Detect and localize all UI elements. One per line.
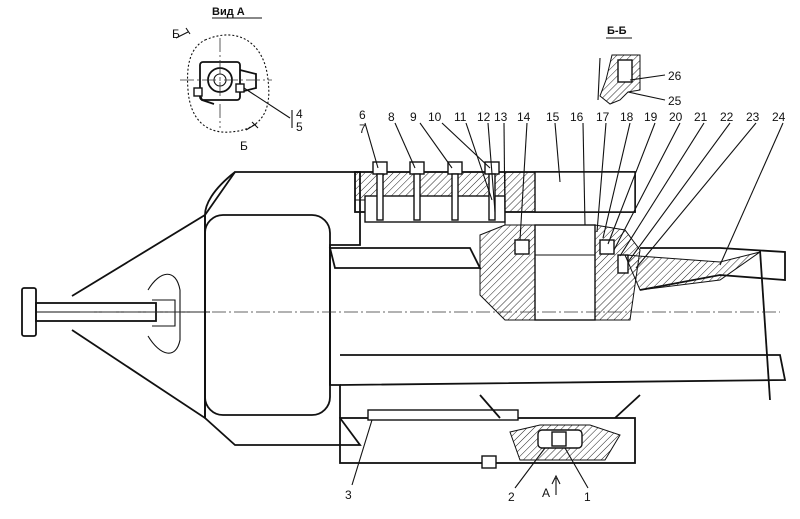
callout-21: 21 (694, 110, 708, 124)
callout-2: 2 (508, 490, 515, 504)
view-a-title: Вид А (212, 6, 245, 18)
callout-22: 22 (720, 110, 734, 124)
callout-26: 26 (668, 69, 682, 83)
callout-20: 20 (669, 110, 683, 124)
callout-10: 10 (428, 110, 442, 124)
view-arrow-label: А (542, 486, 550, 500)
main-assembly (21, 161, 787, 469)
section-mark-b-bottom: Б (240, 139, 248, 153)
section-mark-b-left: Б (172, 27, 180, 41)
callout-9: 9 (410, 110, 417, 124)
callout-14: 14 (517, 110, 531, 124)
callout-16: 16 (570, 110, 584, 124)
callout-23: 23 (746, 110, 760, 124)
callout-3: 3 (345, 488, 352, 502)
callout-12: 12 (477, 110, 491, 124)
section-bb-title: Б-Б (607, 25, 627, 37)
callout-1: 1 (584, 490, 591, 504)
callout-11: 11 (454, 110, 467, 124)
callout-5: 5 (296, 120, 303, 134)
callout-24: 24 (772, 110, 786, 124)
leader-lines (351, 122, 784, 489)
callout-4: 4 (296, 107, 303, 121)
callout-7: 7 (359, 122, 366, 136)
section-bb-detail (597, 54, 666, 105)
bolt-group (372, 161, 500, 221)
view-a-detail (175, 27, 293, 133)
callout-8: 8 (388, 110, 395, 124)
callout-17: 17 (596, 110, 610, 124)
callout-18: 18 (620, 110, 634, 124)
callout-25: 25 (668, 94, 682, 108)
callout-13: 13 (494, 110, 508, 124)
callout-19: 19 (644, 110, 658, 124)
callout-15: 15 (546, 110, 560, 124)
callout-6: 6 (359, 108, 366, 122)
